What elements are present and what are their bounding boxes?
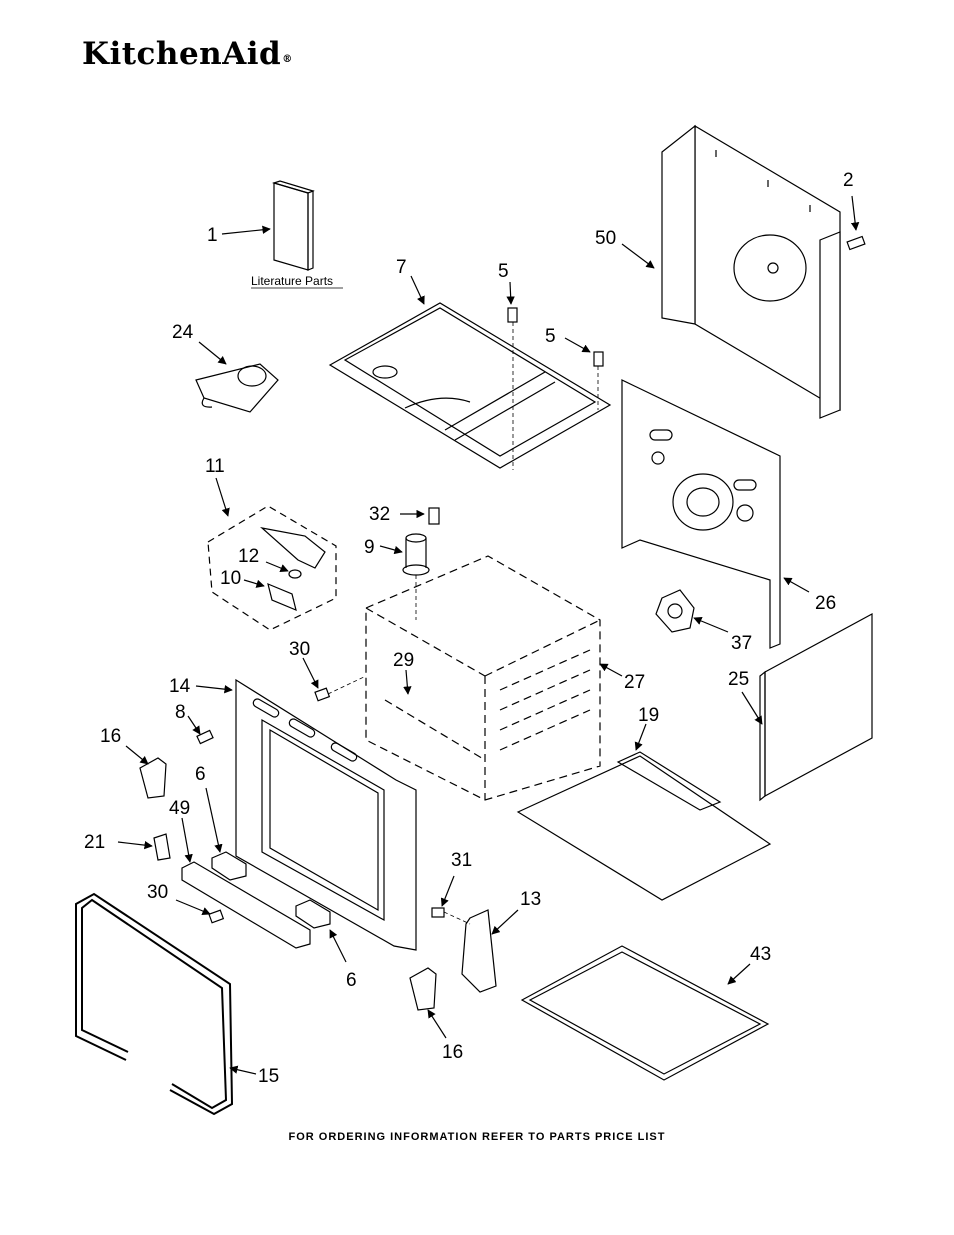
registered-mark: ® (282, 54, 293, 65)
screw-32 (428, 507, 440, 525)
callout-50: 50 (595, 228, 616, 249)
insulation-panel (759, 612, 873, 802)
brand-logo: KitchenAid® (82, 36, 293, 72)
bottom-tray (516, 751, 772, 901)
callout-13: 13 (520, 889, 541, 910)
callout-14: 14 (169, 676, 191, 697)
callout-37: 37 (731, 633, 752, 654)
front-frame (235, 678, 417, 951)
screw-31 (431, 907, 445, 918)
assembly-guides (327, 322, 599, 925)
latch-assembly (195, 363, 279, 413)
callout-25: 25 (728, 669, 749, 690)
callout-30b: 30 (147, 882, 168, 903)
callout-1: 1 (207, 225, 218, 246)
top-panel (328, 302, 612, 469)
callout-49: 49 (169, 798, 190, 819)
callout-30a: 30 (289, 639, 310, 660)
screw-30a (314, 687, 331, 702)
callout-6b: 6 (346, 970, 357, 991)
side-panel (621, 379, 781, 649)
clip-16a (139, 757, 167, 799)
literature-booklet (271, 180, 315, 271)
callout-29: 29 (393, 650, 414, 671)
leader-lines (117, 195, 860, 1075)
callout-16a: 16 (100, 726, 121, 747)
screw-30b (208, 909, 225, 924)
callout-26: 26 (815, 593, 836, 614)
screw-5a (507, 307, 518, 323)
callout-5a: 5 (498, 261, 509, 282)
callout-12: 12 (238, 546, 259, 567)
callout-5b: 5 (545, 326, 556, 347)
trim-strip (181, 861, 311, 949)
screw-5b (593, 351, 604, 367)
callout-21: 21 (84, 832, 105, 853)
callout-31: 31 (451, 850, 472, 871)
bottom-pan (520, 945, 770, 1081)
callout-10: 10 (220, 568, 241, 589)
fan-gasket (655, 589, 695, 633)
callout-16b: 16 (442, 1042, 463, 1063)
spacer-block-6a (211, 851, 247, 881)
screw-2 (846, 235, 866, 251)
literature-parts-label: Literature Parts (251, 274, 333, 288)
lamp-assembly-outline (207, 505, 337, 631)
callout-7: 7 (396, 257, 407, 278)
callout-6a: 6 (195, 764, 206, 785)
callout-32: 32 (369, 504, 390, 525)
rear-panel (661, 124, 841, 419)
clip-21 (153, 833, 171, 861)
callout-19: 19 (638, 705, 659, 726)
callout-8: 8 (175, 702, 186, 723)
oven-cavity (365, 555, 601, 801)
ordering-info-footer: FOR ORDERING INFORMATION REFER TO PARTS … (288, 1131, 666, 1143)
callout-15: 15 (258, 1066, 279, 1087)
brand-name: KitchenAid (82, 36, 282, 72)
callout-24: 24 (172, 322, 194, 343)
vent-cylinder (402, 533, 430, 576)
callout-2: 2 (843, 170, 854, 191)
callout-43: 43 (750, 944, 771, 965)
callout-9: 9 (364, 537, 375, 558)
screw-8 (196, 729, 214, 745)
spacer-block-6b (295, 899, 331, 929)
clip-16b (409, 967, 437, 1011)
hinge-bracket (461, 909, 497, 993)
callout-27: 27 (624, 672, 645, 693)
callout-11: 11 (205, 456, 225, 477)
door-gasket (75, 892, 234, 1116)
